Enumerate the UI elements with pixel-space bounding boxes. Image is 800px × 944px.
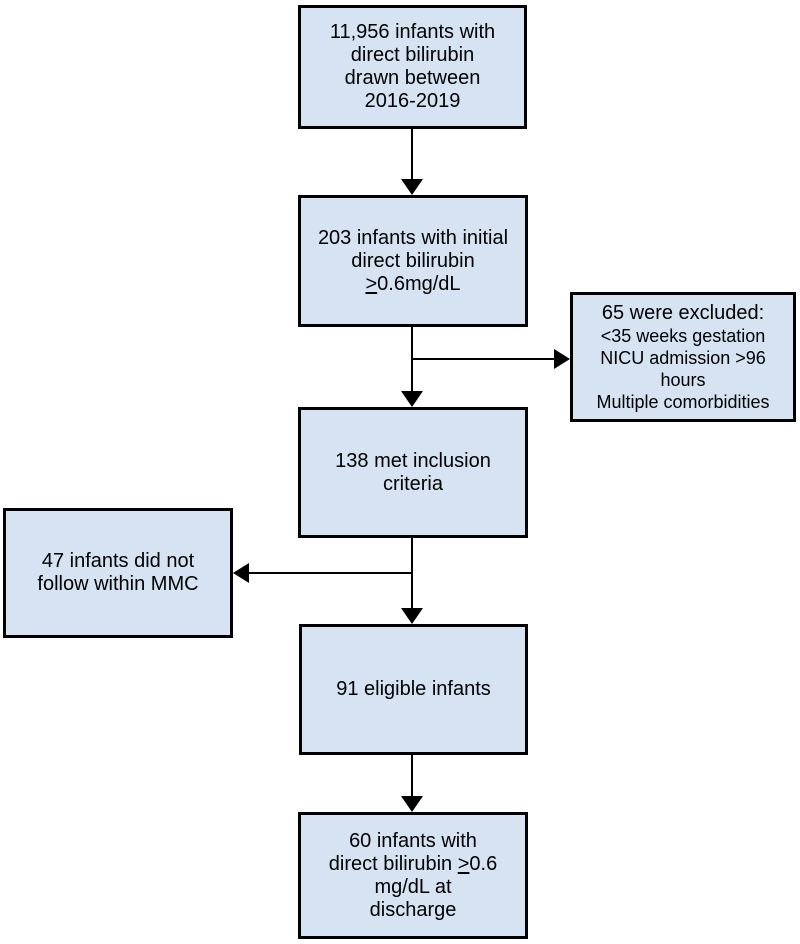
- box-text-line: criteria: [382, 472, 443, 495]
- box-heading: 65 were excluded:: [601, 302, 765, 324]
- arrowhead-down-icon: [401, 179, 423, 195]
- box-text-line: discharge: [369, 898, 457, 921]
- connector-line-inclusion-to-eligible: [411, 537, 413, 609]
- box-text-line: 60 infants with: [349, 829, 477, 852]
- box-text-line: >0.6mg/dL: [365, 272, 461, 295]
- box-text-line: direct bilirubin >0.6: [328, 852, 498, 875]
- box-text-line: follow within MMC: [37, 573, 199, 595]
- connector-line-branch-excluded: [412, 358, 554, 360]
- box-text-line: Multiple comorbidities: [596, 392, 770, 412]
- box-text-line: hours: [660, 370, 706, 390]
- box-text-line: direct bilirubin: [351, 249, 475, 272]
- connector-line-eligible-to-final: [411, 754, 413, 797]
- connector-line-branch-no-follow: [249, 572, 412, 574]
- box-text-line: 138 met inclusion: [335, 449, 491, 472]
- arrowhead-right-icon: [554, 349, 570, 369]
- connector-line-initial-to-screened: [411, 128, 413, 180]
- box-text-line: 47 infants did not: [41, 550, 195, 572]
- box-text-line: 91 eligible infants: [336, 678, 491, 700]
- arrowhead-down-icon: [401, 608, 423, 624]
- box-text-line: 203 infants with initial: [317, 226, 509, 249]
- box-text-line: 2016-2019: [364, 90, 461, 112]
- flow-box-eligible: 91 eligible infants: [299, 624, 528, 755]
- box-text-line: mg/dL at: [374, 875, 452, 898]
- box-text-line: direct bilirubin: [350, 44, 475, 66]
- box-text-line: drawn between: [344, 67, 481, 89]
- box-text-line: NICU admission >96: [600, 348, 766, 368]
- arrowhead-down-icon: [401, 391, 423, 407]
- box-text-line: 11,956 infants with: [329, 21, 496, 43]
- box-text-line: <35 weeks gestation: [600, 326, 766, 346]
- arrowhead-left-icon: [233, 563, 249, 583]
- arrowhead-down-icon: [401, 796, 423, 812]
